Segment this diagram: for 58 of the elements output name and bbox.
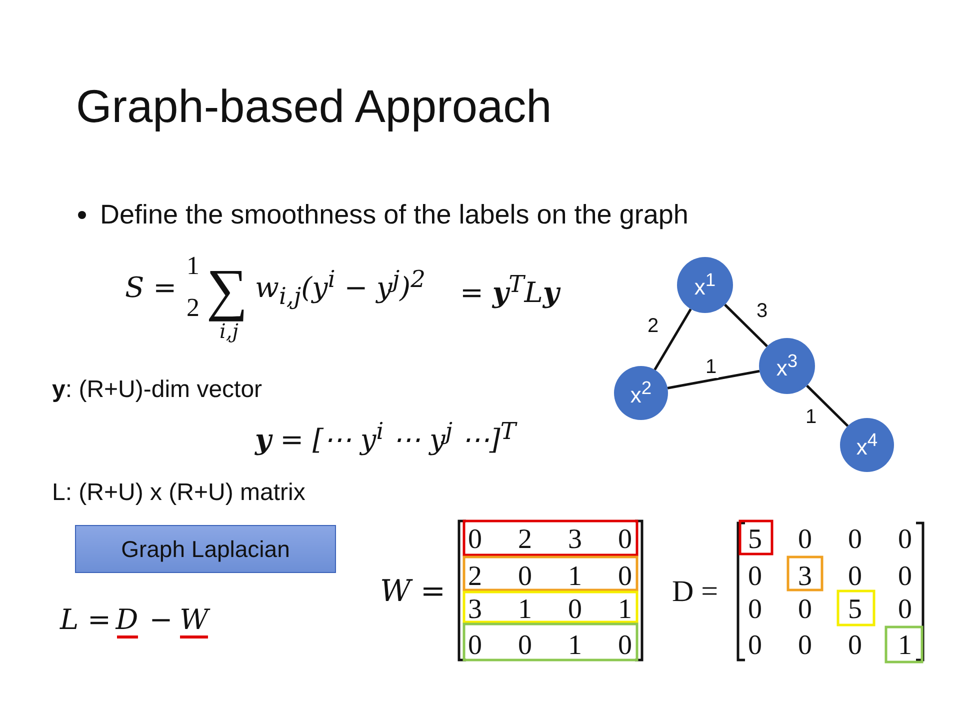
graph-node-circle: x$^{4}$ — [840, 418, 894, 472]
process-box: Graph Laplacian — [75, 525, 336, 573]
matrix-entry: 0 — [568, 596, 582, 624]
matrix-entry: 1 — [568, 563, 582, 591]
graph-edge — [806, 384, 849, 427]
graph-edge — [667, 370, 760, 390]
matrix-entry: 0 — [848, 632, 862, 660]
matrix-entry: 3 — [468, 596, 482, 624]
matrix-entry: 1 — [898, 632, 912, 660]
formula-text: = y$^{T}$Ly — [460, 272, 560, 308]
matrix-entry: 1 — [518, 596, 532, 624]
formula-text: L = — [60, 606, 111, 634]
matrix-entry: 1 — [568, 632, 582, 660]
definition-text: L: (R+U) x (R+U) matrix — [52, 481, 306, 505]
graph-edge — [654, 308, 692, 370]
graph-node-circle: x$^{1}$ — [677, 257, 733, 313]
graph-node-circle: x$^{2}$ — [614, 366, 668, 420]
matrix-entry: 0 — [468, 632, 482, 660]
formula-text: y = [⋯ y$^{i}$ ⋯ y$^{j}$ ⋯]$^{T}$ — [255, 420, 516, 454]
matrix-entry: 0 — [618, 632, 632, 660]
matrix-entry: 0 — [748, 632, 762, 660]
matrix-entry: 3 — [798, 563, 812, 591]
formula-symbol: W — [180, 606, 208, 634]
definition-text: y: (R+U)-dim vector — [52, 378, 262, 402]
matrix-entry: 0 — [898, 526, 912, 554]
matrix-entry: 0 — [518, 563, 532, 591]
slide-title: Graph-based Approach — [76, 83, 552, 129]
matrix-entry: 2 — [518, 526, 532, 554]
matrix-entry: 0 — [798, 526, 812, 554]
formula-symbol: D — [116, 606, 138, 634]
matrix-entry: 3 — [568, 526, 582, 554]
matrix-entry: 0 — [618, 563, 632, 591]
matrix-entry: 0 — [518, 632, 532, 660]
matrix-name: D = — [672, 577, 718, 607]
summation-symbol: ∑ — [206, 261, 248, 319]
matrix-entry: 5 — [848, 596, 862, 624]
fraction-denominator: 2 — [186, 295, 200, 321]
matrix-entry: 0 — [748, 563, 762, 591]
matrix-name: W = — [380, 577, 446, 607]
summation-index: i,j — [220, 321, 238, 341]
matrix-entry: 5 — [748, 526, 762, 554]
matrix-entry: 2 — [468, 563, 482, 591]
graph-edge — [724, 304, 768, 348]
matrix-entry: 0 — [468, 526, 482, 554]
graph-node-circle: x$^{3}$ — [759, 338, 815, 394]
matrix-entry: 0 — [848, 526, 862, 554]
matrix-entry: 0 — [748, 596, 762, 624]
matrix-entry: 0 — [618, 526, 632, 554]
matrix-entry: 0 — [898, 563, 912, 591]
fraction-numerator: 1 — [186, 253, 200, 279]
matrix-entry: 0 — [898, 596, 912, 624]
bullet-text: Define the smoothness of the labels on the graph — [100, 202, 688, 228]
formula-text: S = — [125, 274, 177, 302]
matrix-entry: 0 — [798, 596, 812, 624]
matrix-entry: 1 — [618, 596, 632, 624]
matrix-entry: 0 — [798, 632, 812, 660]
matrix-entry: 0 — [848, 563, 862, 591]
formula-symbol: − — [149, 606, 173, 634]
